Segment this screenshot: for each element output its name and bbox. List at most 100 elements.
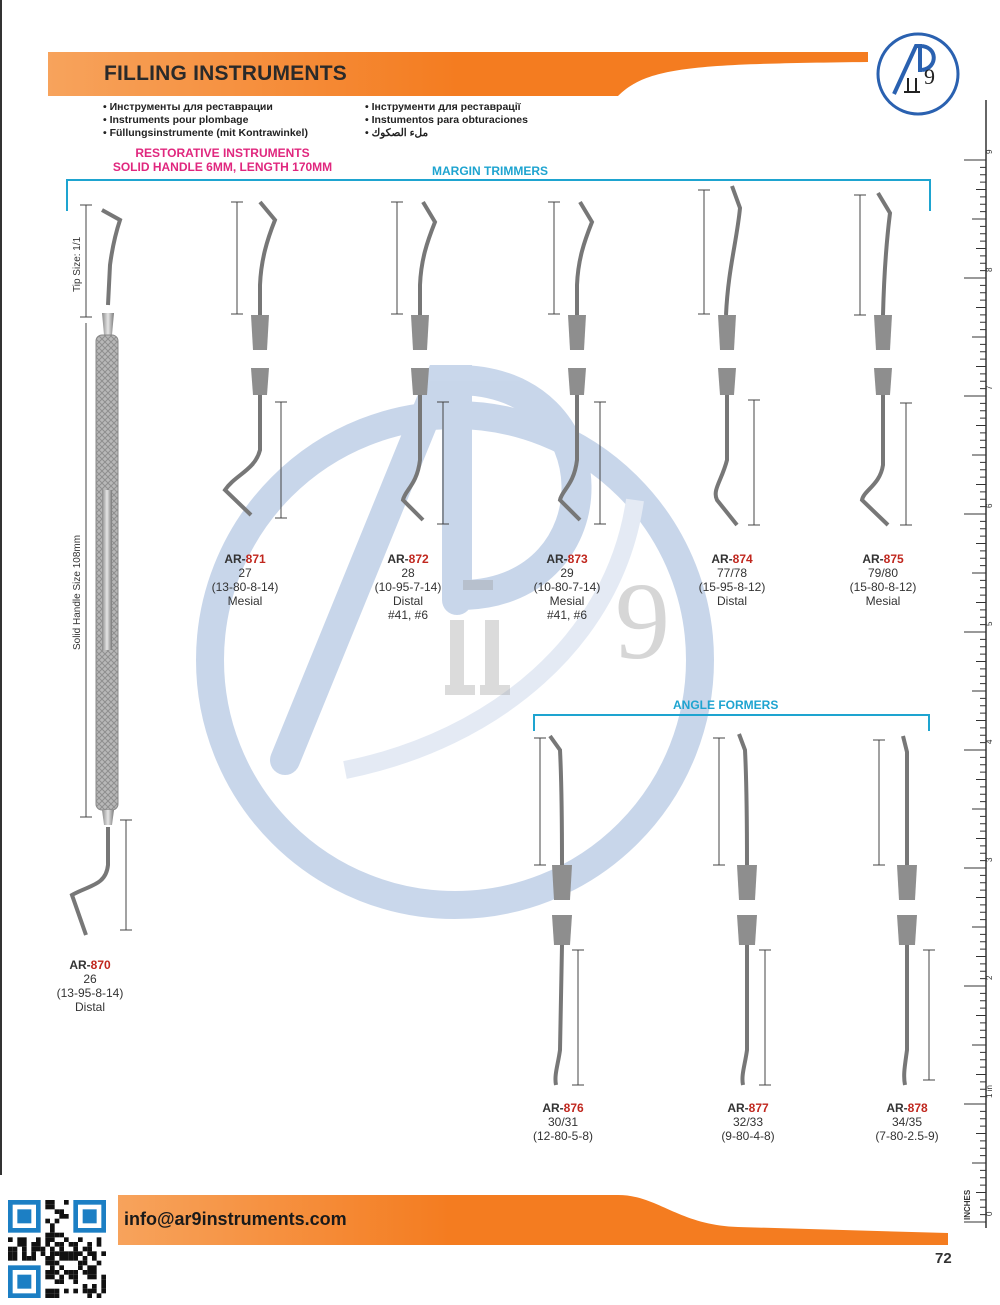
page-left-border — [0, 0, 2, 1175]
item-type: Mesial — [549, 594, 585, 608]
item-type: Mesial — [865, 594, 901, 608]
item-code: AR-877 — [698, 1101, 798, 1115]
item-spec: (15-95-8-12) — [698, 580, 766, 594]
item-code-number: 870 — [90, 958, 111, 972]
language-line: Інструменти для реставрації — [365, 101, 528, 114]
item-extra: #41, #6 — [387, 608, 429, 622]
item-caption-ar-878: AR-878 34/35 (7-80-2.5-9) — [857, 1101, 957, 1143]
item-spec: (12-80-5-8) — [532, 1129, 594, 1143]
item-code: AR-875 — [833, 552, 933, 566]
ruler-unit-label: INCHES — [963, 1189, 972, 1220]
svg-text:9: 9 — [924, 64, 935, 89]
item-caption-ar-870: AR-870 26 (13-95-8-14) Distal — [40, 958, 140, 1014]
item-code: AR-872 — [358, 552, 458, 566]
language-line: ملء الصكوك — [365, 127, 528, 140]
item-caption-ar-873: AR-873 29 (10-80-7-14) Mesial #41, #6 — [517, 552, 617, 622]
item-spec: (10-95-7-14) — [374, 580, 442, 594]
ruler-label: 8 — [985, 267, 994, 272]
contact-email: info@ar9instruments.com — [124, 1209, 347, 1229]
item-code-prefix: AR- — [387, 552, 409, 566]
margin-trimmers-bracket — [66, 179, 931, 211]
item-code: AR-870 — [40, 958, 140, 972]
item-size: 29 — [560, 566, 574, 580]
ruler-label: 1 in — [985, 1085, 994, 1098]
item-size: 30/31 — [547, 1115, 579, 1129]
item-code-prefix: AR- — [546, 552, 568, 566]
ruler-label: 6 — [985, 503, 994, 508]
page-number: 72 — [935, 1250, 952, 1267]
item-type: Distal — [392, 594, 423, 608]
item-type: Distal — [74, 1000, 105, 1014]
instrument-ar-876-image — [534, 734, 584, 1086]
angle-formers-bracket — [533, 714, 930, 731]
instrument-ar-875-image — [854, 191, 912, 527]
item-code-number: 876 — [563, 1101, 584, 1115]
language-line: Инструменты для реставрации — [103, 101, 308, 114]
item-spec: (13-80-8-14) — [211, 580, 279, 594]
item-code-number: 875 — [883, 552, 904, 566]
item-type: Distal — [716, 594, 747, 608]
item-spec: (15-80-8-12) — [849, 580, 917, 594]
ruler-label: 5 — [985, 621, 994, 626]
item-size: 79/80 — [867, 566, 899, 580]
instrument-ar-878-image — [873, 735, 935, 1086]
item-size: 27 — [238, 566, 252, 580]
ar9-watermark-icon: 9 — [196, 365, 714, 919]
item-caption-ar-877: AR-877 32/33 (9-80-4-8) — [698, 1101, 798, 1143]
item-caption-ar-876: AR-876 30/31 (12-80-5-8) — [513, 1101, 613, 1143]
group-label-margin-trimmers: MARGIN TRIMMERS — [432, 164, 548, 178]
subtitle: RESTORATIVE INSTRUMENTS SOLID HANDLE 6MM… — [100, 146, 345, 174]
subtitle-line: RESTORATIVE INSTRUMENTS — [135, 146, 310, 160]
subtitle-line: SOLID HANDLE 6MM, LENGTH 170MM — [112, 160, 333, 174]
item-size: 32/33 — [732, 1115, 764, 1129]
item-code-prefix: AR- — [224, 552, 246, 566]
item-code-prefix: AR- — [711, 552, 733, 566]
item-code: AR-878 — [857, 1101, 957, 1115]
footer-band — [118, 1195, 948, 1245]
item-code-prefix: AR- — [542, 1101, 564, 1115]
item-extra: #41, #6 — [546, 608, 588, 622]
instrument-ar-874-image — [698, 185, 760, 527]
item-spec: (10-80-7-14) — [533, 580, 601, 594]
item-code-number: 874 — [732, 552, 753, 566]
item-spec: (7-80-2.5-9) — [875, 1129, 939, 1143]
language-line: Instruments pour plombage — [103, 114, 308, 127]
item-spec: (13-95-8-14) — [56, 986, 124, 1000]
ruler-label: 9 — [985, 149, 994, 154]
svg-text:9: 9 — [615, 560, 670, 682]
item-code-number: 878 — [907, 1101, 928, 1115]
item-code-prefix: AR- — [727, 1101, 749, 1115]
item-size: 26 — [83, 972, 97, 986]
languages-left: Инструменты для реставрации Instruments … — [103, 101, 308, 140]
item-code: AR-874 — [682, 552, 782, 566]
item-caption-ar-874: AR-874 77/78 (15-95-8-12) Distal — [682, 552, 782, 608]
instrument-ar-877-image — [713, 733, 771, 1086]
languages-right: Інструменти для реставрації Instumentos … — [365, 101, 528, 140]
item-code-prefix: AR- — [69, 958, 91, 972]
ruler-label: 2 — [985, 975, 994, 980]
instrument-ar-872-image — [391, 200, 449, 525]
item-size: 28 — [401, 566, 415, 580]
item-code: AR-876 — [513, 1101, 613, 1115]
instrument-ar-871-image — [222, 200, 287, 519]
item-code-prefix: AR- — [862, 552, 884, 566]
item-spec: (9-80-4-8) — [721, 1129, 775, 1143]
item-caption-ar-872: AR-872 28 (10-95-7-14) Distal #41, #6 — [358, 552, 458, 622]
item-code-number: 873 — [567, 552, 588, 566]
item-type: Mesial — [227, 594, 263, 608]
group-label-angle-formers: ANGLE FORMERS — [673, 698, 779, 712]
item-code-prefix: AR- — [886, 1101, 908, 1115]
item-code: AR-873 — [517, 552, 617, 566]
page-title: FILLING INSTRUMENTS — [104, 62, 347, 85]
instrument-ar-870-image — [69, 204, 132, 936]
ruler-label: 0 — [985, 1211, 994, 1216]
item-code: AR-871 — [195, 552, 295, 566]
qr-code-icon — [8, 1200, 106, 1298]
language-line: Instumentos para obturaciones — [365, 114, 528, 127]
ruler-label: 3 — [985, 857, 994, 862]
item-caption-ar-871: AR-871 27 (13-80-8-14) Mesial — [195, 552, 295, 608]
ar9-logo-icon: 9 — [876, 32, 960, 116]
item-size: 34/35 — [891, 1115, 923, 1129]
item-code-number: 877 — [748, 1101, 769, 1115]
